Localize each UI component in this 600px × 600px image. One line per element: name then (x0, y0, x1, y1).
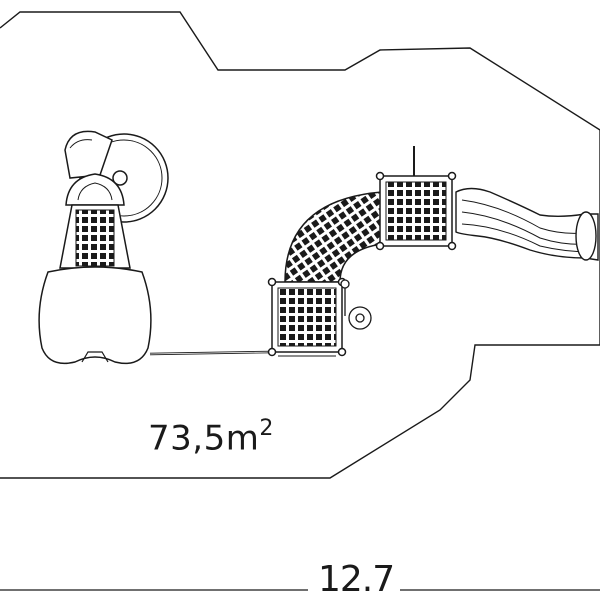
tower-left (38, 130, 169, 365)
lower-platform (267, 277, 347, 357)
curved-tunnel (284, 191, 383, 283)
small-spinner (340, 279, 372, 330)
area-label: 73,5m2 (148, 416, 274, 459)
tower-base (38, 266, 152, 365)
dimension-label: 12.7 (312, 562, 401, 598)
safety-zone-outline (0, 11, 600, 479)
area-exponent: 2 (259, 416, 274, 441)
tube-slide (455, 187, 599, 261)
tower-roof (65, 173, 125, 206)
upper-platform (375, 146, 457, 251)
